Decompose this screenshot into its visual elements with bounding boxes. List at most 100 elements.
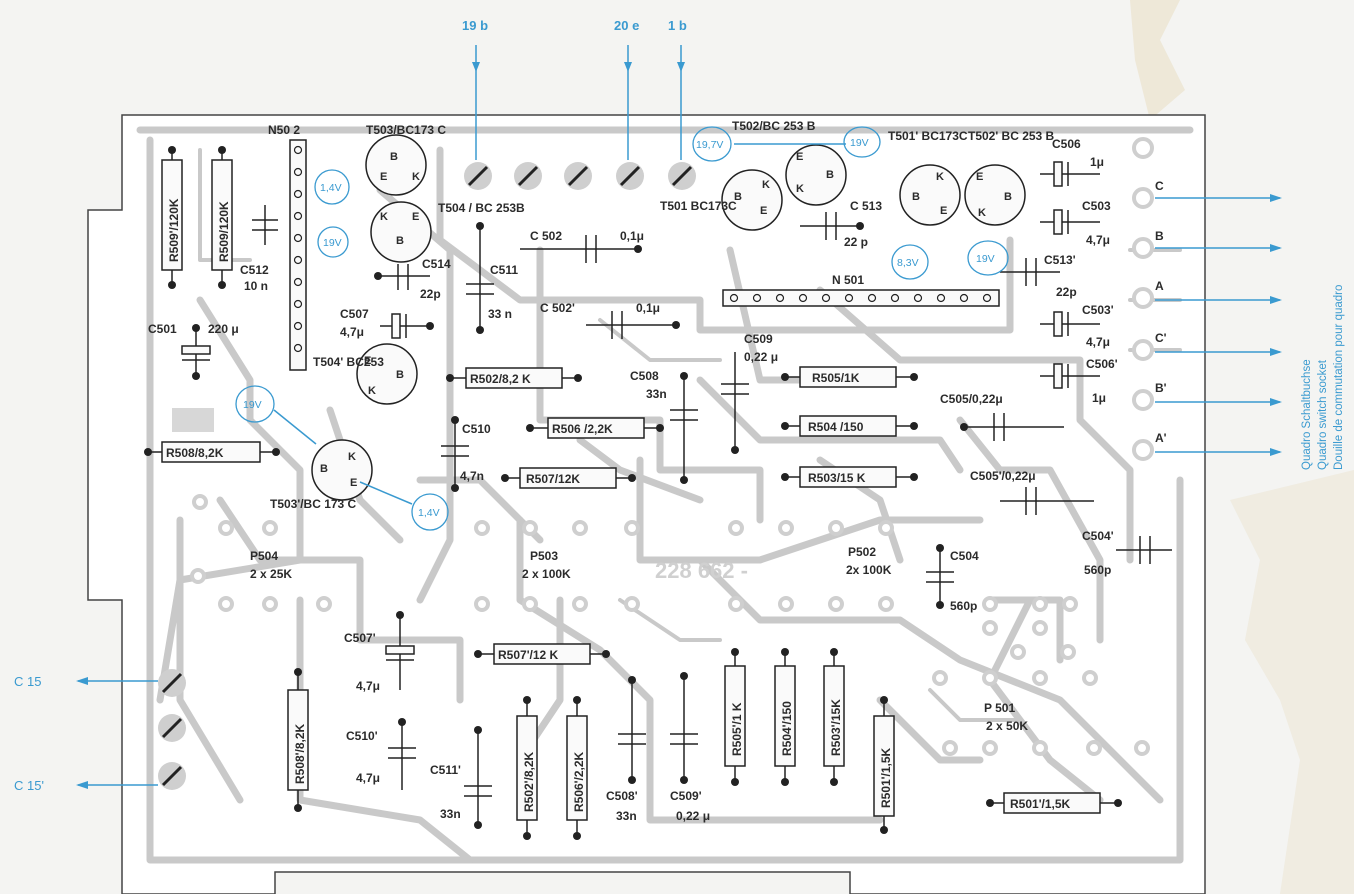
resistor-r509: R509/120K	[211, 146, 233, 289]
capacitor-c511-prime: C511' 33n	[430, 726, 492, 829]
label-t501: T501 BC173C	[660, 199, 737, 213]
resistor-r506-prime: R506'/2,2K	[566, 696, 588, 840]
label-r507: R507/12K	[526, 472, 580, 486]
label-c510: C510	[462, 422, 491, 436]
label-r505: R505/1K	[812, 371, 860, 385]
capacitor-c507-prime: C507' 4,7μ	[344, 611, 415, 693]
label-c506-value: 1μ	[1090, 155, 1104, 169]
svg-text:B: B	[826, 169, 834, 181]
voltage-label-3: 19,7V	[696, 139, 723, 151]
resistor-r501-prime-vertical: R501'/1,5K	[873, 696, 895, 834]
label-c511-prime: C511'	[430, 763, 461, 777]
label-r507-prime: R507'/12 K	[498, 648, 559, 662]
label-c509-prime-value: 0,22 μ	[676, 809, 710, 823]
resistor-r502: R502/8,2 K	[446, 367, 582, 389]
pin-label-a: A	[1155, 279, 1164, 293]
label-c513-prime-value: 22p	[1056, 285, 1077, 299]
voltage-label-2: 19V	[323, 237, 342, 249]
label-c513-prime: C513'	[1044, 253, 1076, 267]
svg-text:E: E	[364, 355, 371, 367]
pin-label-b: B	[1155, 229, 1164, 243]
label-c508: C508	[630, 369, 659, 383]
capacitor-c508: C508 33n	[630, 369, 698, 484]
transistor-t502: EBK T502/BC 253 B	[732, 119, 847, 206]
voltage-marker-7: 19V	[235, 385, 317, 445]
label-t504-prime: T504' BC253	[313, 355, 384, 369]
label-r503-prime: R503'/15K	[829, 699, 843, 756]
capacitor-c503: C503 4,7μ	[1040, 199, 1111, 247]
label-c511: C511	[490, 263, 518, 277]
label-c510-prime-value: 4,7μ	[356, 771, 380, 785]
svg-text:K: K	[796, 183, 804, 195]
voltage-marker-6: 19V	[967, 240, 1009, 276]
resistor-r502-prime: R502'/8,2K	[516, 696, 538, 840]
label-r505-prime: R505'/1 K	[730, 702, 744, 756]
label-c507-prime-value: 4,7μ	[356, 679, 380, 693]
label-c511-value: 33 n	[488, 307, 512, 321]
voltage-label-6: 19V	[976, 253, 995, 265]
label-c506: C506	[1052, 137, 1081, 151]
label-c503-prime: C503'	[1082, 303, 1114, 317]
label-t502-prime: T502' BC 253 B	[968, 129, 1055, 143]
label-p503-value: 2 x 100K	[522, 567, 571, 581]
capacitor-c504: C504 560p	[926, 544, 979, 613]
svg-text:K: K	[936, 171, 944, 183]
resistor-r501-prime-horizontal: R501'/1,5K	[986, 792, 1122, 814]
voltage-marker-2: 19V	[317, 226, 349, 258]
label-r508: R508/8,2K	[166, 446, 224, 460]
label-c502-prime-value: 0,1μ	[636, 301, 660, 315]
label-c510-value: 4,7n	[460, 469, 484, 483]
label-r506-prime: R506'/2,2K	[572, 751, 586, 812]
svg-text:E: E	[380, 171, 387, 183]
label-c507-value: 4,7μ	[340, 325, 364, 339]
svg-text:K: K	[978, 207, 986, 219]
label-c507: C507	[340, 307, 369, 321]
label-p501-value: 2 x 50K	[986, 719, 1028, 733]
label-r506: R506 /2,2K	[552, 422, 613, 436]
label-r504: R504 /150	[808, 420, 864, 434]
capacitor-c510: C510 4,7n	[441, 416, 491, 492]
capacitor-c508-prime: C508' 33n	[606, 676, 646, 823]
voltage-marker-8: 1,4V	[359, 481, 449, 531]
capacitor-c514: C514 22p	[374, 257, 451, 301]
resistor-r506: R506 /2,2K	[526, 417, 664, 439]
socket-arrows	[1155, 194, 1282, 456]
svg-text:K: K	[348, 451, 356, 463]
label-t501-prime: T501' BC173C	[888, 129, 968, 143]
board-outline	[87, 114, 1206, 894]
n501-connector	[722, 289, 1000, 307]
resistor-r503: R503/15 K	[781, 466, 918, 488]
svg-text:E: E	[760, 205, 767, 217]
capacitor-c501: C501 220 μ	[148, 322, 239, 380]
label-c502-prime: C 502'	[540, 301, 575, 315]
label-p502-value: 2x 100K	[846, 563, 892, 577]
resistor-r508: R508/8,2K	[144, 441, 280, 463]
label-p503: P503	[530, 549, 558, 563]
label-c503-value: 4,7μ	[1086, 233, 1110, 247]
resistor-r504: R504 /150	[781, 415, 918, 437]
dual-logo	[172, 408, 214, 432]
label-r501-prime-vertical: R501'/1,5K	[879, 747, 893, 808]
resistor-r505: R505/1K	[781, 366, 918, 388]
capacitor-c506-prime: C506' 1μ	[1040, 357, 1118, 405]
svg-text:B: B	[320, 463, 328, 475]
pin-label-b-prime: B'	[1155, 381, 1167, 395]
label-r504-prime: R504'/150	[780, 701, 794, 756]
transistor-t501: BKE T501 BC173C	[660, 169, 783, 231]
label-c513: C 513	[850, 199, 882, 213]
transistor-t501-prime: BKE T501' BC173C	[888, 129, 968, 226]
voltage-marker-4: 19V	[843, 126, 881, 158]
svg-text:B: B	[1004, 191, 1012, 203]
resistor-r507-prime: R507'/12 K	[474, 643, 610, 665]
label-c506-prime-value: 1μ	[1092, 391, 1106, 405]
voltage-marker-3: 19,7V	[692, 126, 732, 162]
signal-19b: 19 b	[462, 18, 488, 33]
transistor-t504-prime: EBK T504' BC253	[313, 343, 418, 405]
capacitor-c509: C509 0,22 μ	[721, 332, 778, 454]
resistor-r505-prime: R505'/1 K	[724, 648, 746, 786]
label-c510-prime: C510'	[346, 729, 378, 743]
label-p504-value: 2 x 25K	[250, 567, 292, 581]
socket-caption: Quadro Schaltbuchse Quadro switch socket…	[1301, 285, 1345, 470]
svg-text:K: K	[412, 171, 420, 183]
capacitor-c503-prime: C503' 4,7μ	[1040, 303, 1114, 349]
